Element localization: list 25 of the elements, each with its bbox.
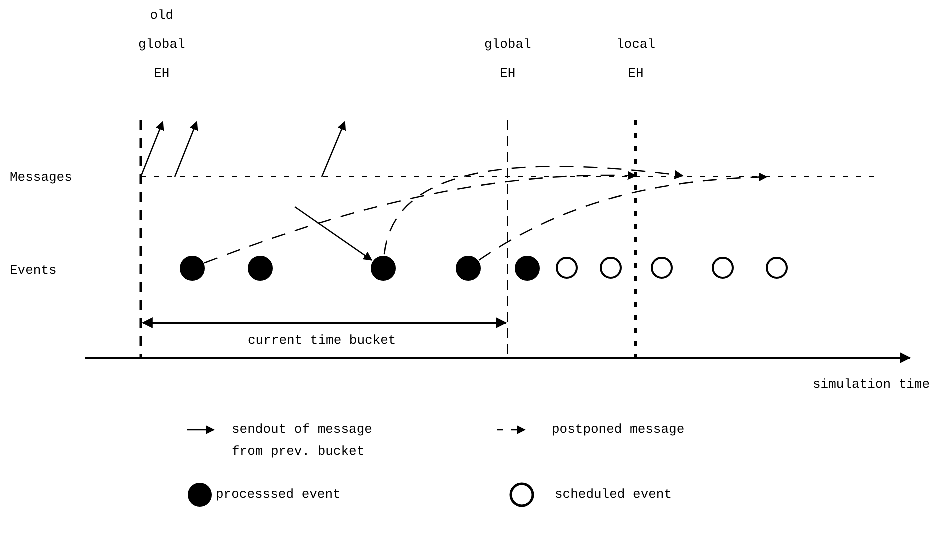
row-label: Events (10, 263, 57, 279)
scheduled-event-circle (766, 257, 788, 279)
dimension-label: current time bucket (248, 333, 396, 349)
time-marker-label: local EH (616, 36, 656, 83)
time-marker-label: global EH (484, 36, 532, 83)
scheduled-event-circle (600, 257, 622, 279)
scheduled-event-circle (712, 257, 734, 279)
legend-label: scheduled event (555, 487, 672, 503)
time-marker-label: old global EH (138, 7, 186, 83)
legend-label: postponed message (552, 422, 685, 438)
row-label: Messages (10, 170, 72, 186)
postponed-message-arrow (478, 172, 768, 261)
axis-label: simulation time (813, 377, 930, 393)
message-arrow (294, 206, 373, 261)
postponed-message-arrow (204, 171, 637, 264)
processed-event-dot (514, 256, 540, 280)
processed-event-dot (180, 256, 204, 280)
scheduled-event-circle (651, 257, 673, 279)
processed-event-dot (456, 256, 480, 280)
legend-label: sendout of message from prev. bucket (232, 421, 374, 461)
processed-event-dot (370, 256, 396, 280)
postponed-message-arrow (384, 166, 684, 255)
processed-event-dot (248, 256, 272, 280)
scheduled-event-circle (556, 257, 578, 279)
legend-label: processsed event (216, 487, 341, 503)
